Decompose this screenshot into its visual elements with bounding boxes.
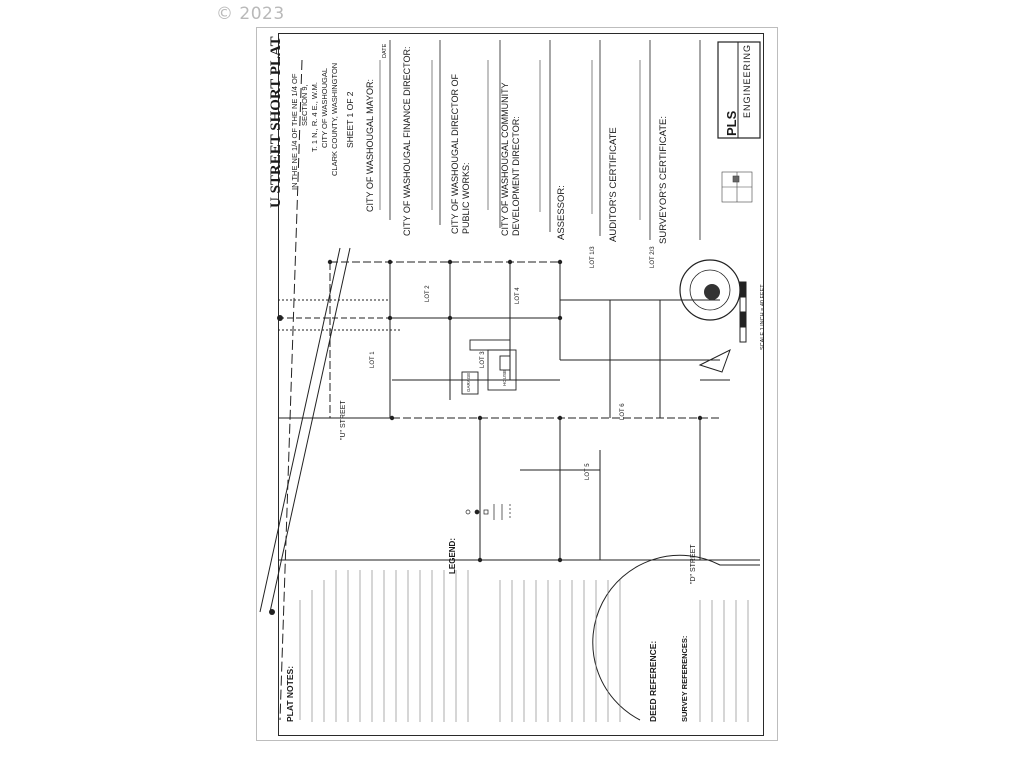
public-works-label-a: CITY OF WASHOUGAL DIRECTOR OF: [450, 73, 460, 234]
title-line-1: IN THE NE 1/4 OF THE NE 1/4 OF: [290, 73, 299, 190]
firm-pls: PLS: [724, 110, 739, 136]
lot-6-label: LOT 6: [620, 403, 626, 420]
finance-label: CITY OF WASHOUGAL FINANCE DIRECTOR:: [402, 46, 412, 236]
public-works-label-b: PUBLIC WORKS:: [461, 162, 471, 234]
plat-title: U STREET SHORT PLAT: [268, 36, 284, 208]
plat-sheet: [256, 27, 778, 741]
date-label: DATE: [382, 43, 388, 58]
auditor-label: AUDITOR'S CERTIFICATE: [608, 127, 619, 242]
title-line-4: CITY OF WASHOUGAL: [320, 67, 329, 148]
community-dev-label-b: DEVELOPMENT DIRECTOR:: [511, 116, 521, 236]
legend-title: LEGEND:: [448, 538, 457, 574]
survey-references-heading: SURVEY REFERENCES:: [680, 635, 689, 722]
copyright-watermark: © 2023: [216, 4, 285, 24]
u-street-label: "U" STREET: [340, 400, 347, 440]
title-line-3: T. 1 N., R. 4 E., W.M.: [310, 81, 319, 152]
lot-3-label: LOT 3: [480, 351, 486, 368]
lot-1-3-label: LOT 1/3: [590, 246, 596, 268]
title-line-5: CLARK COUNTY, WASHINGTON: [330, 62, 339, 176]
surveyor-label: SURVEYOR'S CERTIFICATE:: [658, 116, 669, 244]
plat-notes-heading: PLAT NOTES:: [285, 665, 295, 722]
lot-2-3-label: LOT 2/3: [650, 246, 656, 268]
garage-label: GARAGE: [466, 372, 471, 392]
community-dev-label-a: CITY OF WASHOUGAL COMMUNITY: [500, 82, 510, 236]
assessor-label: ASSESSOR:: [556, 185, 567, 240]
sheet-number: SHEET 1 OF 2: [345, 91, 355, 148]
mayor-label: CITY OF WASHOUGAL MAYOR:: [365, 78, 375, 212]
lot-5-label: LOT 5: [585, 463, 591, 480]
title-line-2: SECTION 9,: [300, 84, 309, 126]
house-label: HOUSE: [502, 369, 507, 386]
d-street-label: "D" STREET: [690, 544, 697, 584]
lot-2-label: LOT 2: [425, 285, 431, 302]
scale-label: SCALE 1 INCH = 40 FEET: [760, 284, 766, 350]
deed-reference-heading: DEED REFERENCE:: [648, 640, 658, 722]
firm-engineering: ENGINEERING: [742, 43, 752, 118]
plat-border: [278, 33, 764, 736]
lot-1-label: LOT 1: [370, 351, 376, 368]
lot-4-label: LOT 4: [515, 287, 521, 304]
